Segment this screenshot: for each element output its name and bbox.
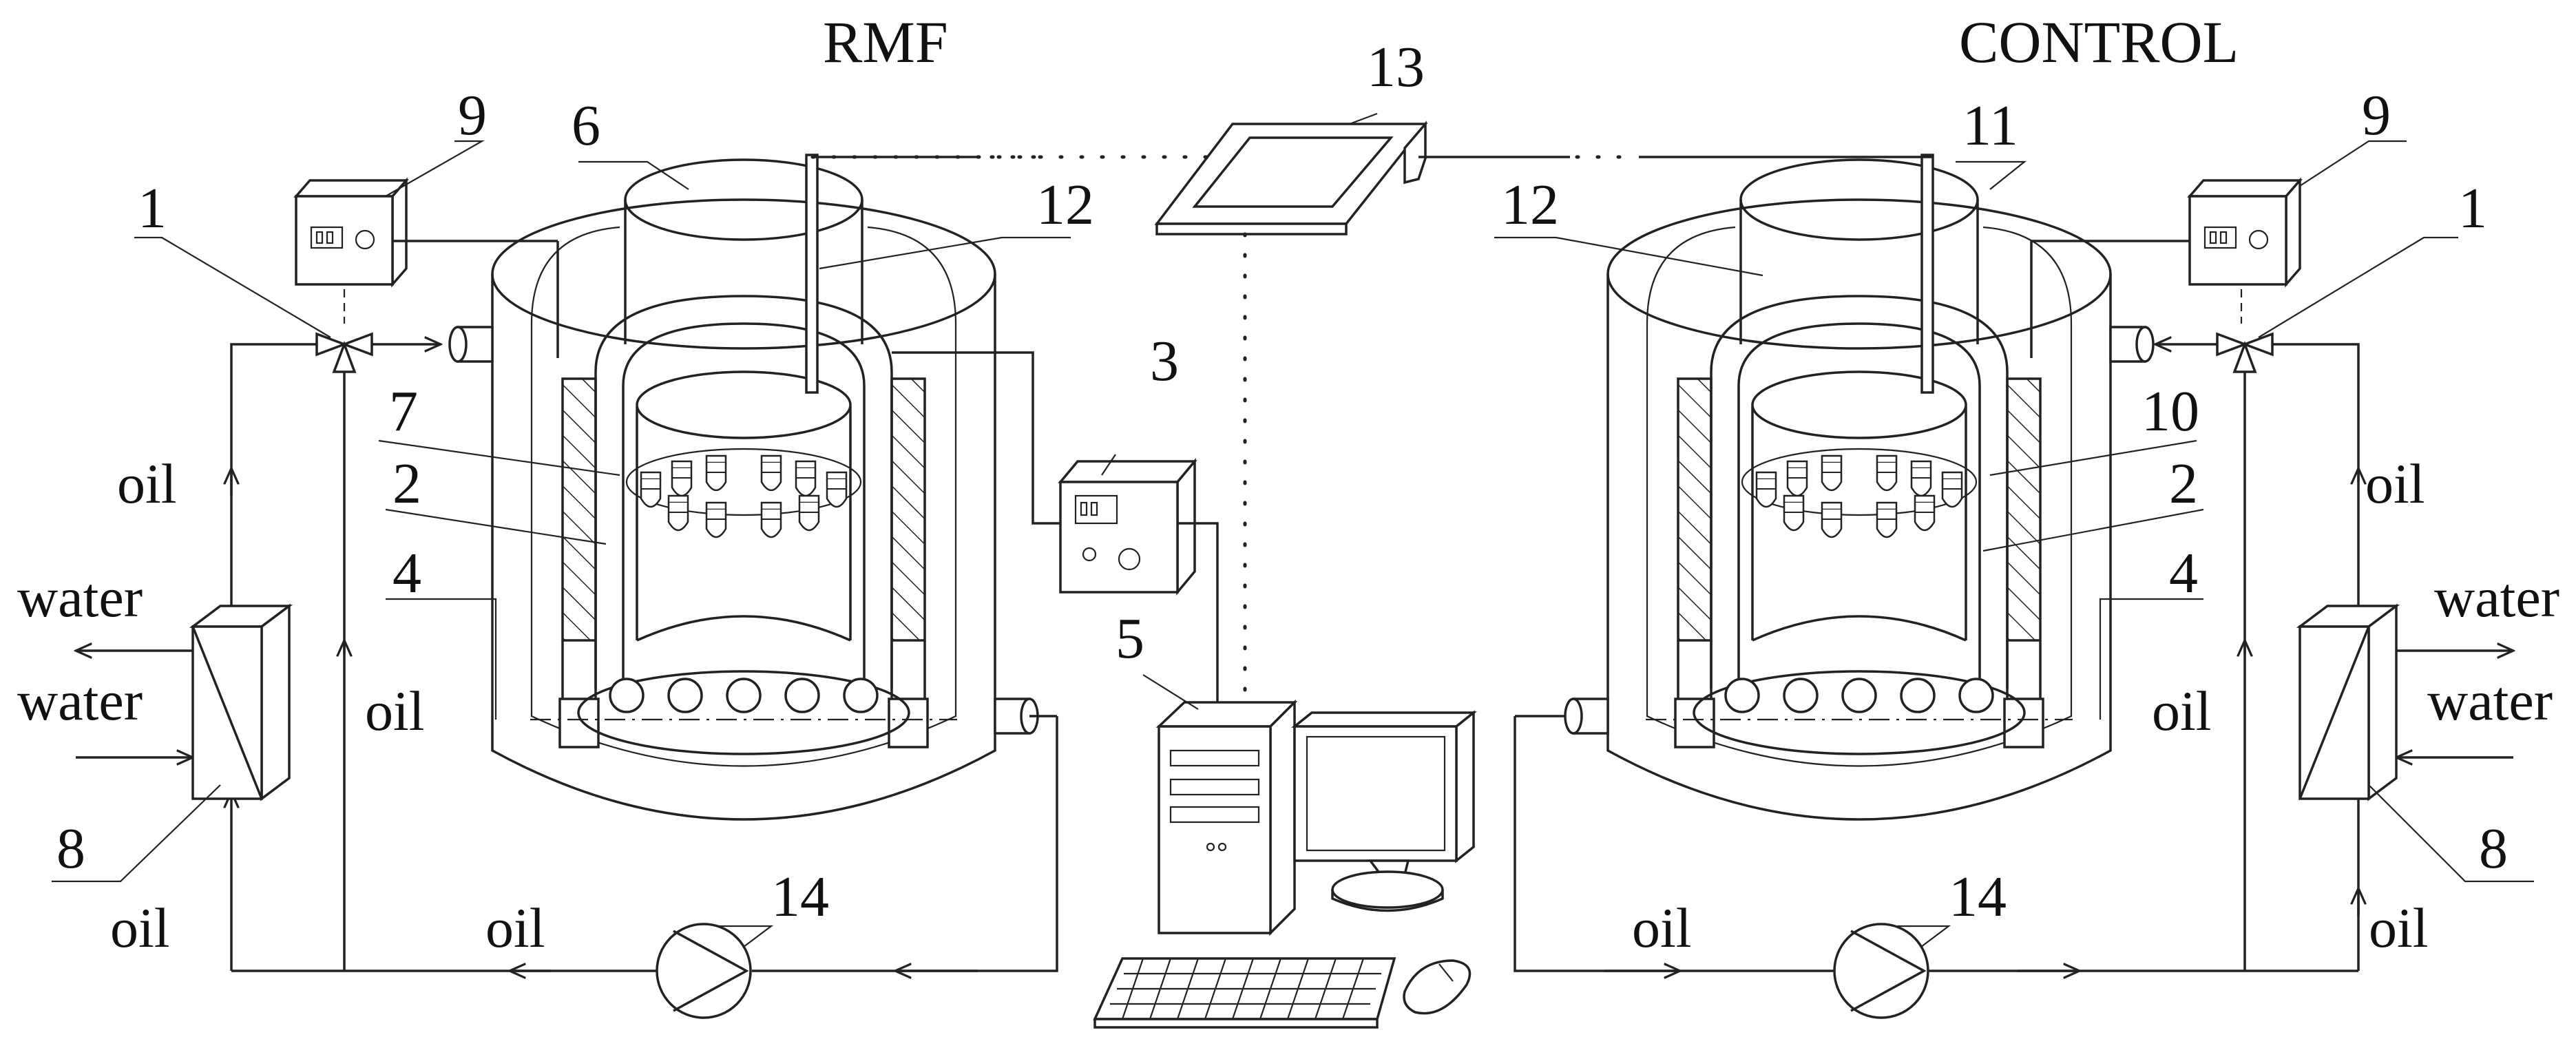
pump-icon <box>1833 923 1929 1019</box>
title-rmf: RMF <box>823 9 948 75</box>
flow-oil-left-bypass: oil <box>365 680 425 742</box>
label-coil-right: 2 <box>2169 452 2198 516</box>
label-vessel-left: 6 <box>572 94 600 158</box>
pump-icon <box>656 923 752 1019</box>
controller-box <box>892 351 1219 709</box>
flow-oil-right-bypass: oil <box>2152 680 2212 742</box>
nozzle-upper-left <box>448 326 494 363</box>
heat-exchanger-icon <box>189 603 293 801</box>
label-exchanger-right: 8 <box>2479 817 2508 881</box>
label-computer: 5 <box>1116 607 1144 671</box>
label-probe-right: 12 <box>1501 173 1559 237</box>
label-box-left: 9 <box>458 83 487 147</box>
label-pump-left: 14 <box>771 865 829 929</box>
valve-icon <box>315 332 373 373</box>
tablet-icon <box>1154 120 1428 235</box>
heat-exchanger-icon <box>2296 603 2400 801</box>
flow-oil-left-lower: oil <box>110 897 170 959</box>
valve-icon <box>2216 332 2274 373</box>
oil-loop-left <box>76 344 1058 971</box>
label-valve-left: 1 <box>138 176 167 240</box>
flow-water-left-in: water <box>17 669 143 732</box>
label-support-right: 4 <box>2169 541 2198 605</box>
control-vessel-right <box>1564 155 2155 819</box>
flow-water-right-in: water <box>2427 669 2553 732</box>
label-monitor-top: 13 <box>1367 35 1425 99</box>
label-box-right: 9 <box>2362 83 2391 147</box>
flow-oil-left-upper: oil <box>117 452 177 515</box>
label-exchanger-left: 8 <box>56 817 85 881</box>
label-samples-left: 7 <box>389 379 418 443</box>
label-samples-right: 10 <box>2142 379 2199 443</box>
label-coil-left: 2 <box>392 452 421 516</box>
rmf-vessel-left <box>448 155 1039 819</box>
nozzle-upper-right <box>2109 326 2155 363</box>
flow-oil-right-upper: oil <box>2365 452 2425 515</box>
label-controller: 3 <box>1150 329 1179 393</box>
label-probe-left: 12 <box>1036 173 1094 237</box>
label-vessel-right: 11 <box>1962 94 2018 158</box>
flow-water-right-out: water <box>2434 566 2559 629</box>
computer-icon <box>1093 699 1477 1029</box>
leader-lines <box>52 112 2534 947</box>
flow-water-left-out: water <box>17 566 143 629</box>
flow-oil-right-pump: oil <box>1632 897 1692 959</box>
thermostat-icon <box>293 177 559 358</box>
flow-oil-left-pump: oil <box>485 897 545 959</box>
label-support-left: 4 <box>392 541 421 605</box>
oil-loop-right <box>1514 344 2513 971</box>
thermostat-icon <box>2030 177 2303 358</box>
title-control: CONTROL <box>1959 9 2239 75</box>
label-pump-right: 14 <box>1949 865 2007 929</box>
flow-oil-right-lower: oil <box>2369 897 2429 959</box>
label-valve-right: 1 <box>2458 176 2487 240</box>
nozzle-lower-left <box>1564 698 1609 735</box>
